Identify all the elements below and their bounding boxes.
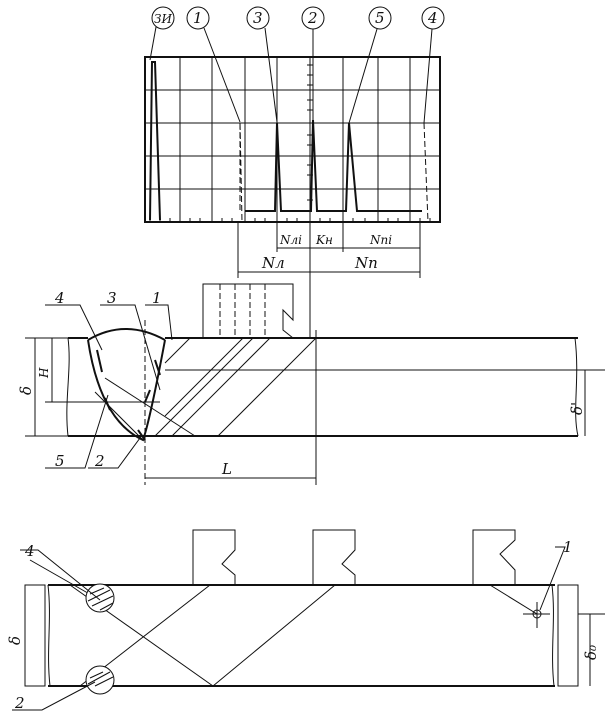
dim-delta-prime: δ' — [568, 402, 586, 415]
weld-label-5: 5 — [55, 452, 65, 470]
weld-label-1: 1 — [152, 289, 162, 307]
defect-marks — [96, 349, 161, 441]
dim-n-l: Nл — [261, 254, 285, 272]
weld-fusion-boundary — [87, 339, 166, 442]
probes — [192, 529, 516, 585]
label-4: 4 — [427, 9, 438, 27]
oscillogram-leaders — [149, 6, 445, 124]
dim-h: H — [37, 367, 51, 379]
point-reflector-1 — [523, 602, 605, 628]
probe — [202, 283, 294, 339]
weld-crown — [87, 328, 166, 341]
dim-k-n: Kн — [315, 233, 333, 247]
pulse-1 — [239, 121, 243, 223]
weld-cross-section — [25, 283, 605, 485]
ultrasonic-rays — [94, 337, 317, 441]
weld-dimensions — [25, 337, 586, 479]
dim-l: L — [221, 460, 232, 478]
label-3: 3 — [253, 9, 263, 27]
label-1: 1 — [193, 9, 203, 27]
plate-dim-delta-0: δ₀ — [582, 645, 600, 660]
dim-n-pi: Nпi — [369, 233, 392, 247]
weld-label-2: 2 — [94, 452, 105, 470]
weld-leaders — [45, 304, 173, 469]
plate-dim-delta: δ — [6, 636, 24, 645]
weld-label-4: 4 — [54, 289, 65, 307]
echo-pulses — [149, 61, 429, 223]
plate-leaders — [12, 546, 591, 711]
label-zi: ЗИ — [154, 12, 172, 26]
time-scale-ticks — [149, 64, 431, 222]
dim-delta: δ — [17, 386, 35, 395]
plate-label-2: 2 — [14, 694, 25, 712]
plate-label-4: 4 — [24, 542, 35, 560]
dim-n-p: Nп — [354, 254, 378, 272]
label-2: 2 — [307, 9, 318, 27]
oscilloscope-screen — [144, 56, 441, 223]
oscillogram-dimensions — [237, 222, 421, 338]
plate-section — [12, 529, 605, 711]
pulse-4 — [423, 122, 429, 223]
hatched-defects — [85, 583, 115, 695]
dim-n-li: Nлi — [279, 233, 302, 247]
pulse-initial — [149, 61, 161, 221]
label-5: 5 — [375, 9, 385, 27]
weld-label-3: 3 — [107, 289, 117, 307]
plate-label-1: 1 — [563, 538, 573, 556]
pulse-gate-baseline — [245, 119, 422, 212]
